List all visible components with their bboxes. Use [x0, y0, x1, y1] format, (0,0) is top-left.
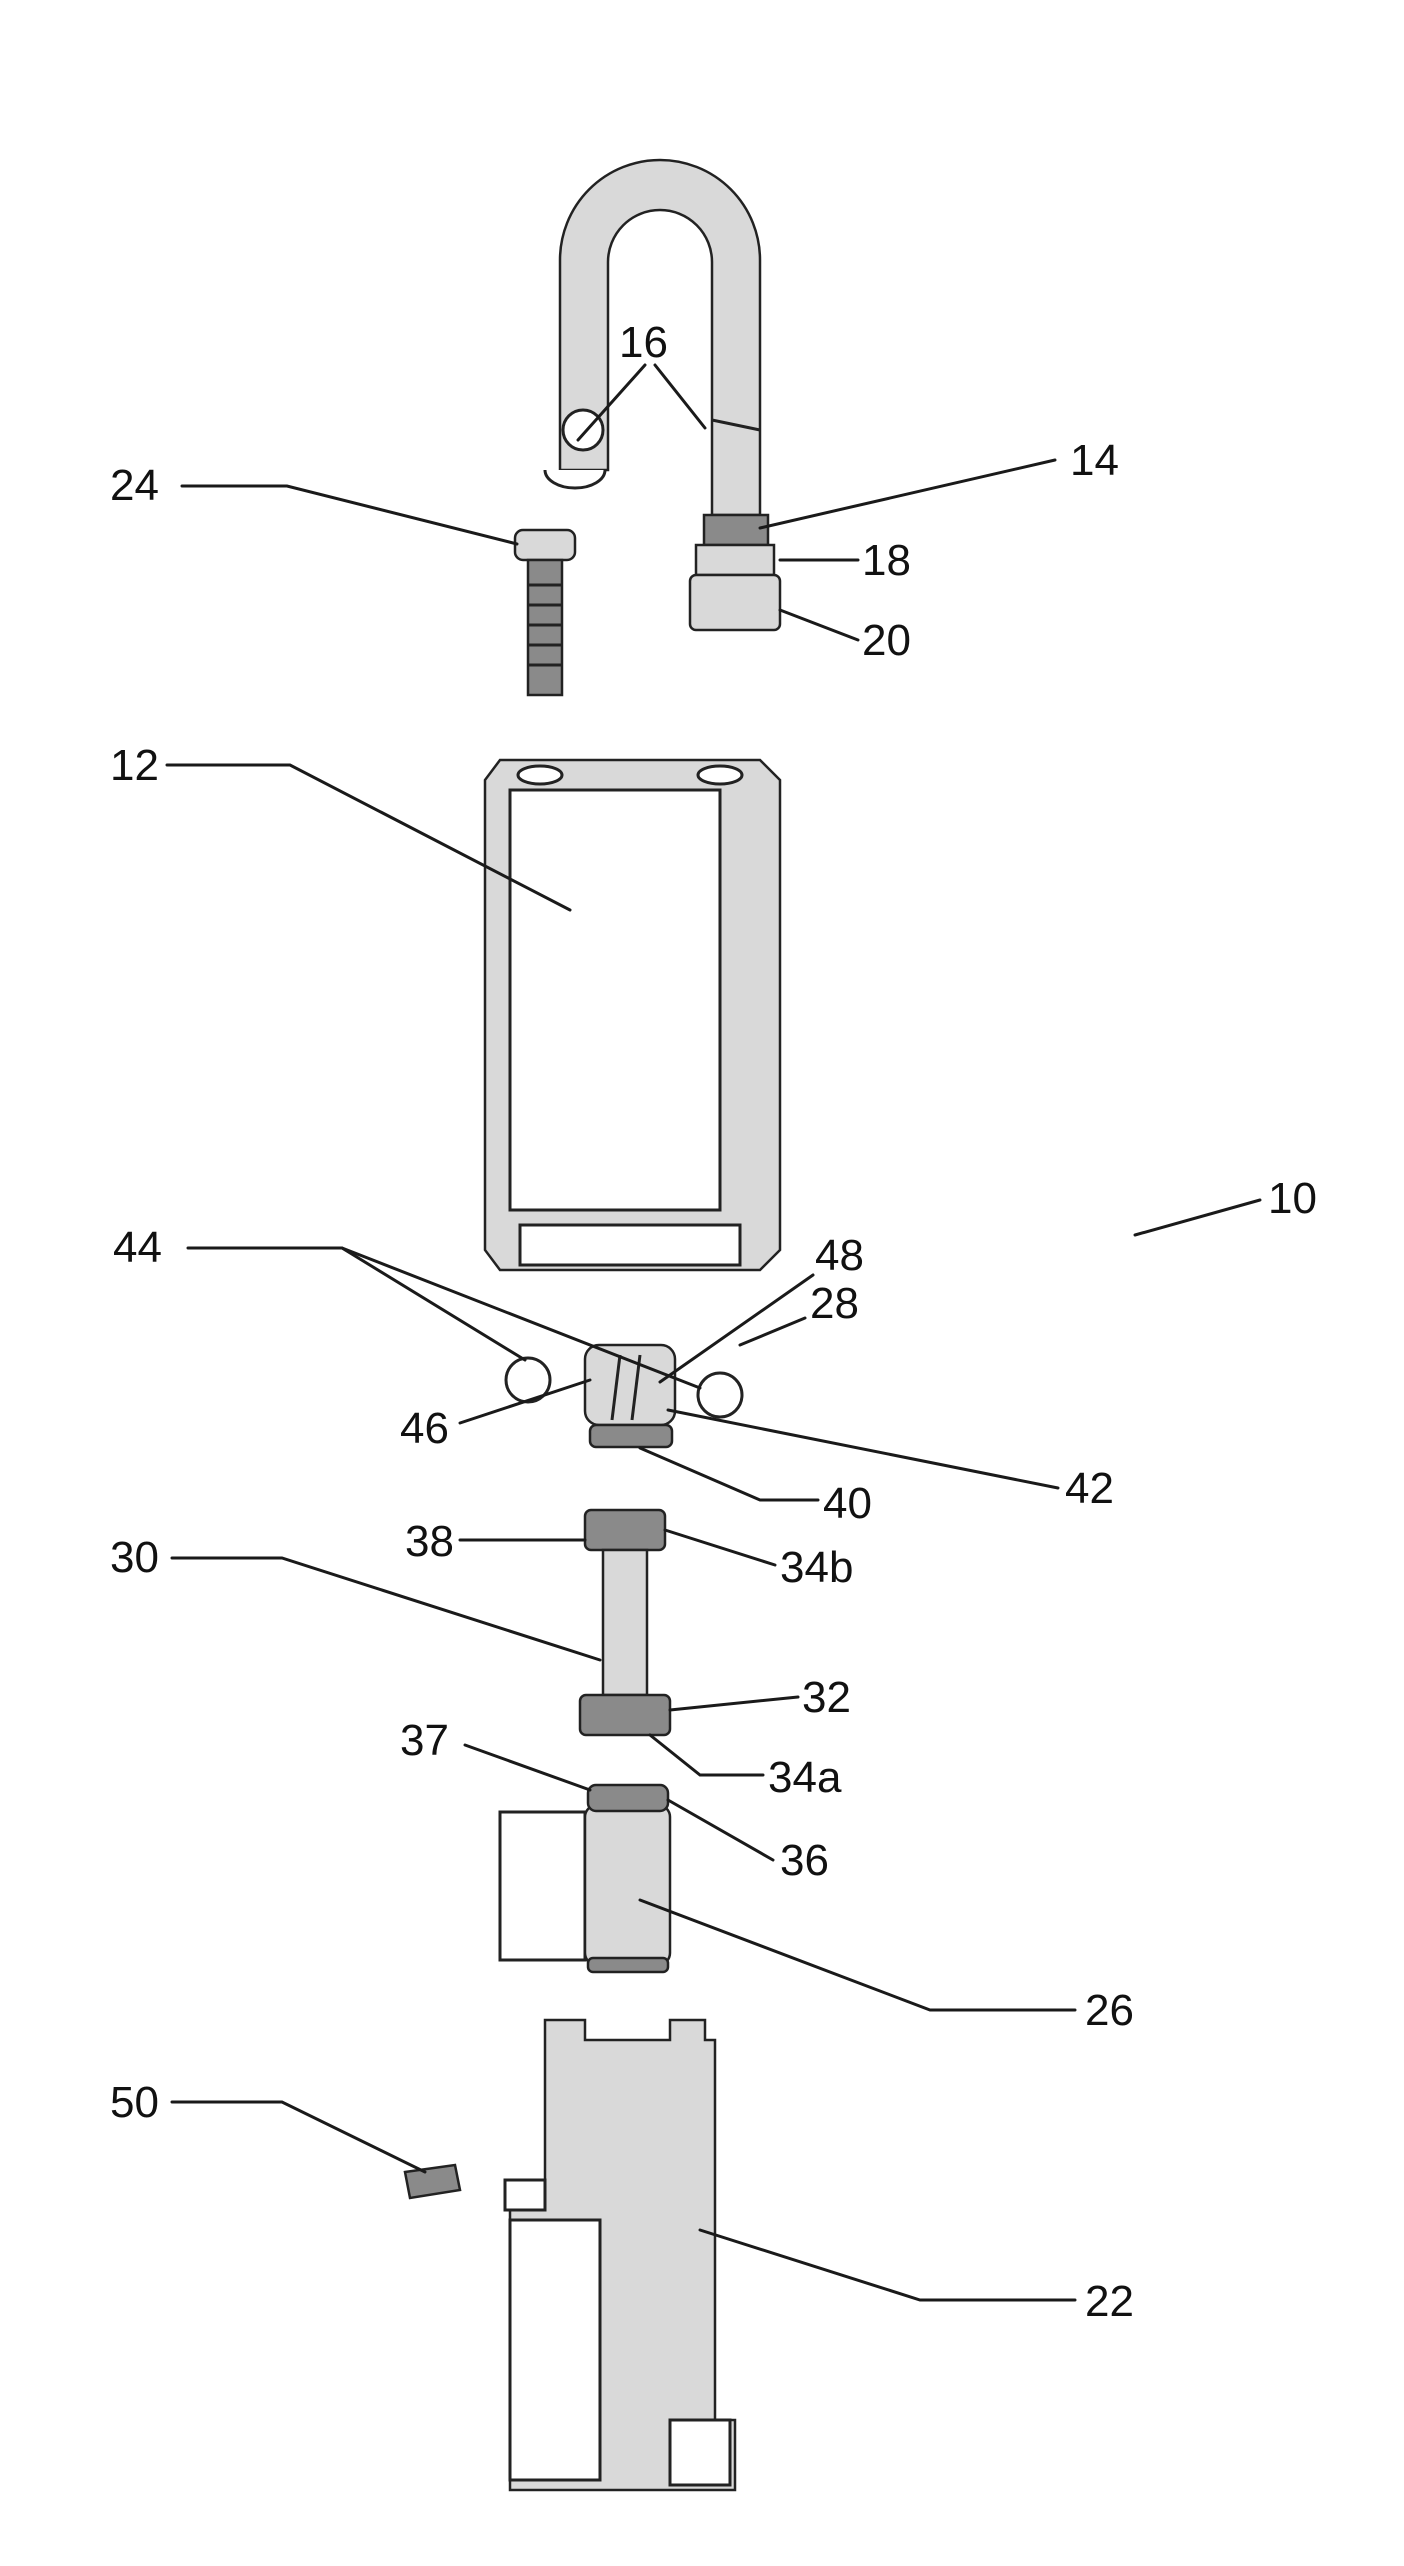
label-38: 38 — [405, 1517, 454, 1566]
leader-48 — [660, 1275, 813, 1382]
label-28: 28 — [810, 1279, 859, 1328]
label-30: 30 — [110, 1533, 159, 1582]
leader-50 — [172, 2102, 425, 2172]
label-48: 48 — [815, 1231, 864, 1280]
leader-37 — [465, 1745, 590, 1790]
label-14: 14 — [1070, 436, 1119, 485]
leader-14 — [760, 460, 1055, 528]
leader-22 — [700, 2230, 1075, 2300]
label-16: 16 — [619, 318, 668, 367]
label-42: 42 — [1065, 1464, 1114, 1513]
label-32: 32 — [802, 1673, 851, 1722]
leader-24 — [182, 486, 517, 544]
leader-28 — [740, 1318, 805, 1345]
label-46: 46 — [400, 1404, 449, 1453]
label-10: 10 — [1268, 1174, 1317, 1223]
label-24: 24 — [110, 461, 159, 510]
small-part — [405, 2165, 460, 2198]
label-44: 44 — [113, 1223, 162, 1272]
leader-42 — [668, 1410, 1058, 1488]
leader-16b — [655, 365, 705, 428]
label-22: 22 — [1085, 2277, 1134, 2326]
screw — [515, 530, 575, 695]
leader-32 — [670, 1697, 798, 1710]
label-12: 12 — [110, 741, 159, 790]
label-50: 50 — [110, 2078, 159, 2127]
label-20: 20 — [862, 616, 911, 665]
label-26: 26 — [1085, 1986, 1134, 2035]
leader-26 — [640, 1900, 1075, 2010]
label-37: 37 — [400, 1716, 449, 1765]
leader-34a — [650, 1735, 763, 1775]
label-18: 18 — [862, 536, 911, 585]
label-34a: 34a — [768, 1753, 842, 1802]
leader-36 — [668, 1800, 773, 1860]
plunger — [580, 1510, 670, 1735]
cylinder — [500, 1785, 670, 1972]
label-40: 40 — [823, 1479, 872, 1528]
leader-20 — [780, 610, 858, 640]
housing — [505, 2020, 735, 2490]
leader-44a — [188, 1248, 525, 1360]
leader-10 — [1135, 1200, 1260, 1235]
leader-34b — [665, 1530, 775, 1565]
lock-body — [485, 760, 780, 1270]
label-34b: 34b — [780, 1543, 853, 1592]
leader-40 — [640, 1448, 818, 1500]
leader-30 — [172, 1558, 600, 1660]
shackle — [545, 160, 780, 630]
label-36: 36 — [780, 1836, 829, 1885]
